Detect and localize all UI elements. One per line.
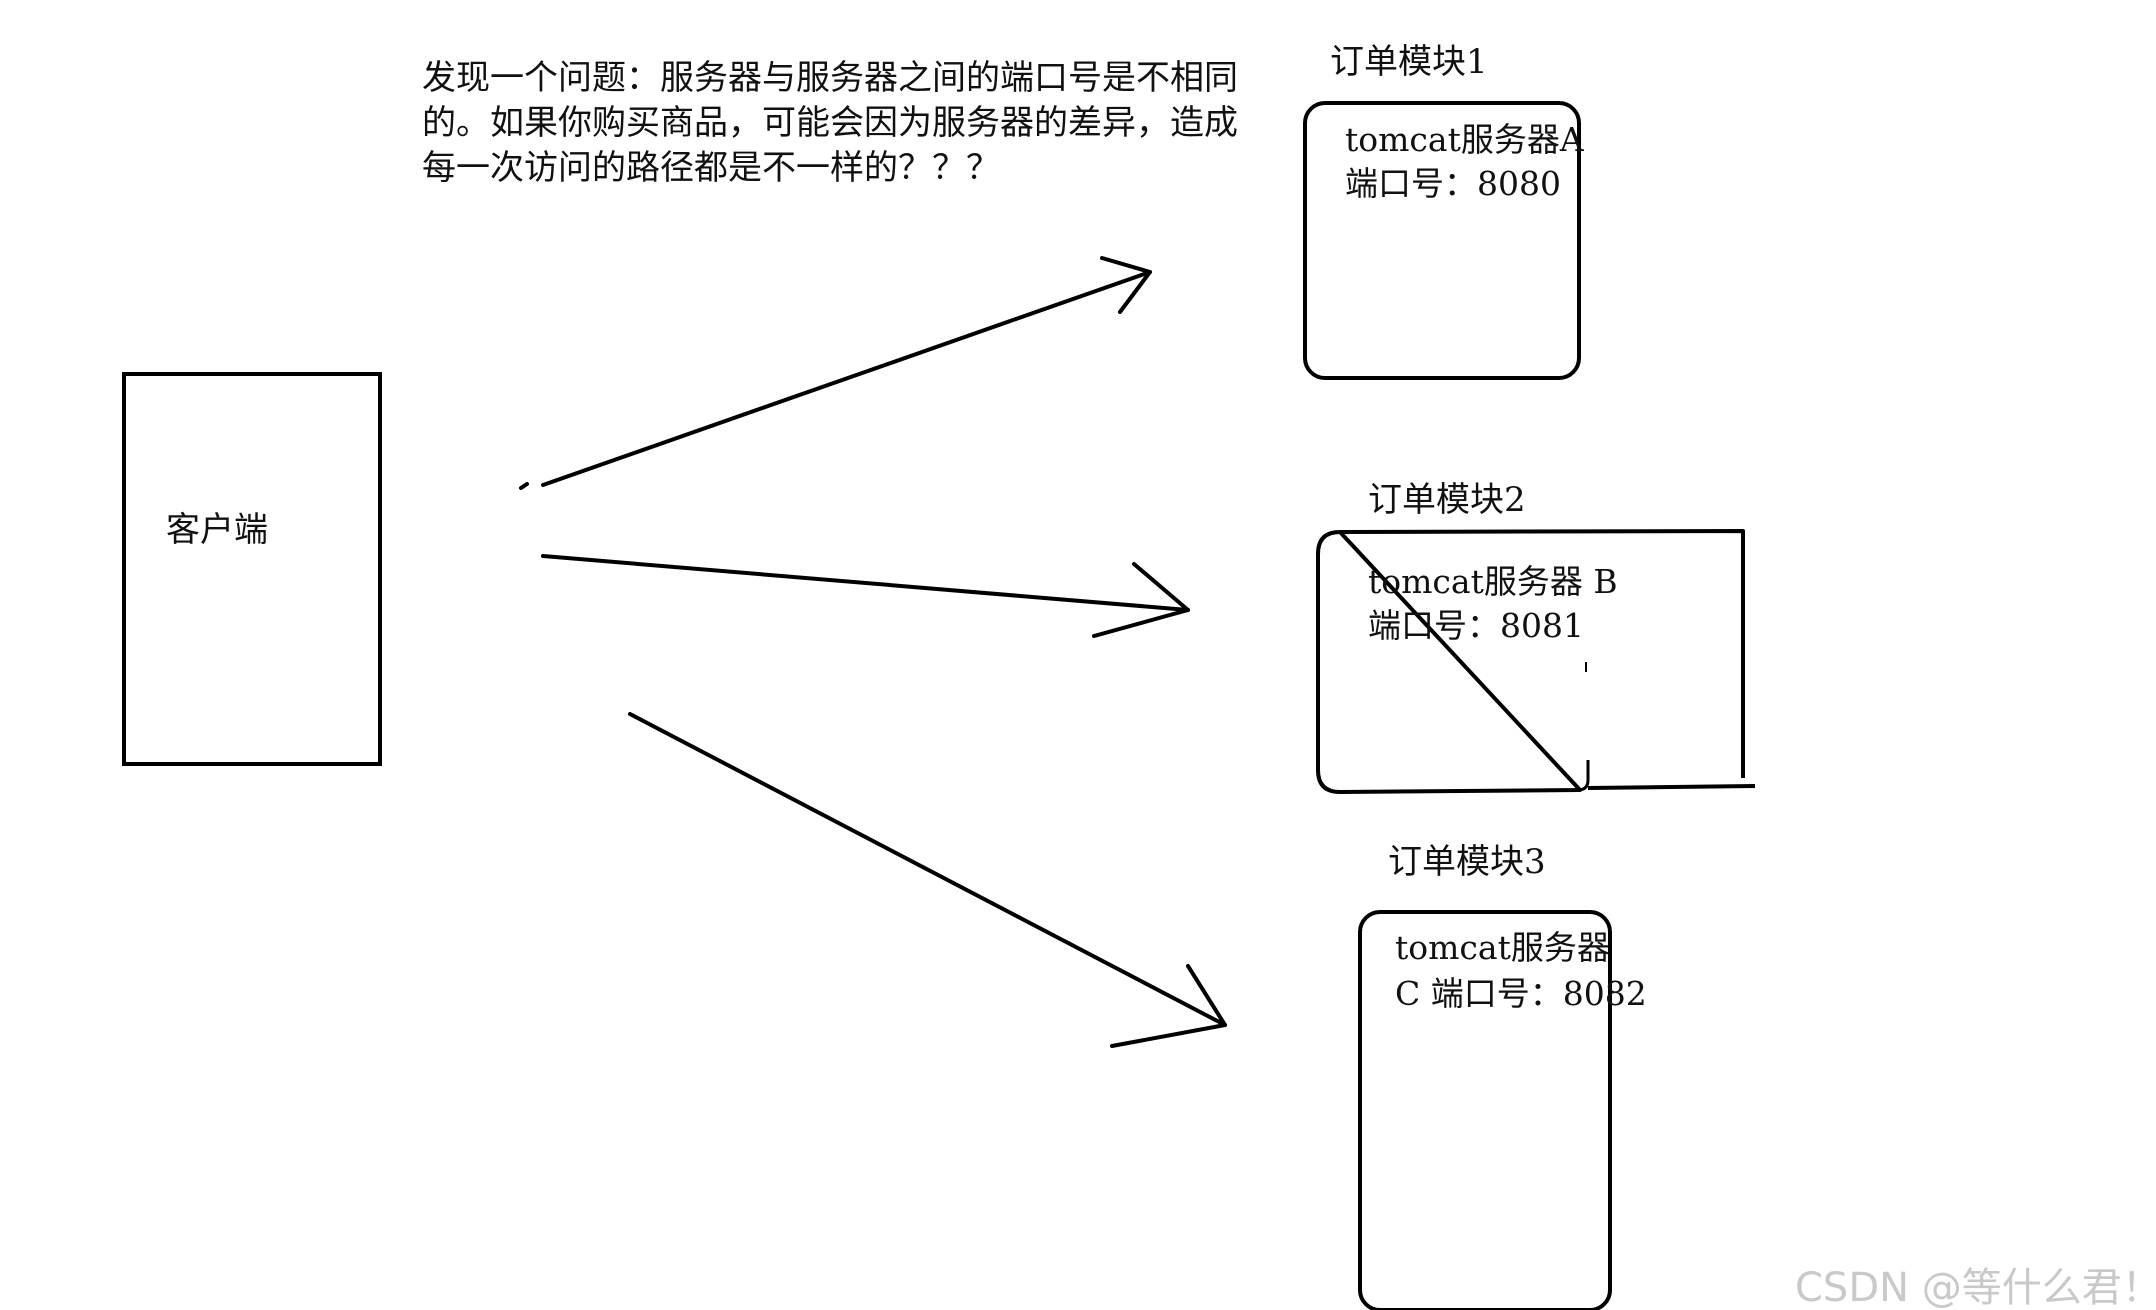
module-2-server-name: tomcat服务器 B — [1368, 562, 1618, 601]
module-1-title: 订单模块1 — [1330, 42, 1488, 82]
client-box — [122, 372, 382, 766]
module-2-box-notch — [1577, 760, 1590, 792]
module-2-box — [1316, 529, 1756, 794]
module-2-title: 订单模块2 — [1368, 480, 1526, 520]
arrow-to-module-3 — [628, 712, 1227, 1048]
arrow-to-module-2 — [541, 554, 1190, 638]
client-label: 客户端 — [166, 510, 268, 550]
csdn-watermark: CSDN @等什么君！ — [1795, 1265, 2156, 1310]
module-3-port: C 端口号：8082 — [1395, 974, 1647, 1013]
issue-note-line: 的。如果你购买商品，可能会因为服务器的差异，造成 — [422, 103, 1238, 143]
module-2-port: 端口号：8081 — [1368, 606, 1584, 645]
module-1-server-name: tomcat服务器A — [1345, 120, 1584, 159]
issue-note: 发现一个问题：服务器与服务器之间的端口号是不相同 的。如果你购买商品，可能会因为… — [422, 56, 1238, 191]
module-3-title: 订单模块3 — [1388, 842, 1546, 882]
module-3-box — [1358, 910, 1612, 1310]
issue-note-line: 发现一个问题：服务器与服务器之间的端口号是不相同 — [422, 58, 1238, 98]
module-1-port: 端口号：8080 — [1345, 164, 1561, 203]
module-3-server-name: tomcat服务器 — [1395, 928, 1610, 967]
arrow-to-module-1 — [519, 256, 1152, 490]
module-1-box — [1303, 101, 1581, 380]
issue-note-line: 每一次访问的路径都是不一样的？？？ — [422, 148, 1000, 188]
